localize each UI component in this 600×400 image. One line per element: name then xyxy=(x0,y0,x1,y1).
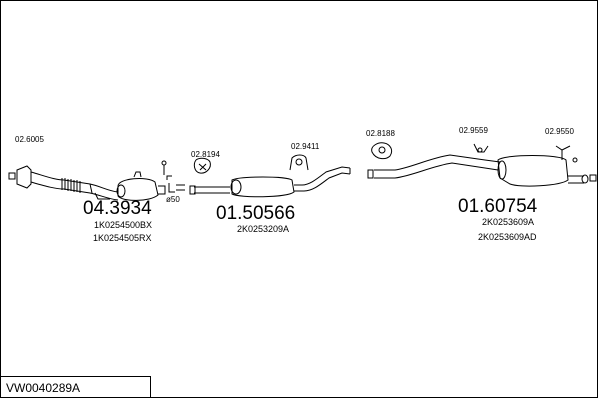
rear-silencer-label[interactable]: 01.60754 xyxy=(458,196,538,217)
middle-silencer-drawing[interactable] xyxy=(189,166,351,198)
clamp-icon[interactable] xyxy=(161,160,175,193)
reference-box: VW0040289A xyxy=(0,376,151,398)
reference-number: VW0040289A xyxy=(6,381,81,395)
clamp-diameter-label: ø50 xyxy=(166,195,180,204)
rubber-mount-4-icon[interactable] xyxy=(473,143,489,153)
rear-silencer-drawing[interactable] xyxy=(367,154,589,187)
connector-pipe-drawing[interactable] xyxy=(176,184,185,191)
rubber-mount-4-label[interactable]: 02.9559 xyxy=(459,126,488,135)
front-pipe-label[interactable]: 04.3934 xyxy=(83,198,152,219)
rubber-mount-1-icon[interactable] xyxy=(193,157,211,174)
rear-flange-icon xyxy=(589,174,597,182)
rubber-mount-5-label[interactable]: 02.9550 xyxy=(545,127,574,136)
rear-silencer-oe-2: 2K0253609AD xyxy=(478,232,537,242)
rubber-mount-5-icon[interactable] xyxy=(555,145,578,163)
rear-silencer-oe-1: 2K0253609A xyxy=(482,217,535,227)
rubber-mount-2-label[interactable]: 02.9411 xyxy=(291,142,320,151)
rubber-mount-1-label[interactable]: 02.8194 xyxy=(191,150,220,159)
front-pipe-oe-1: 1K0254500BX xyxy=(94,220,153,230)
rubber-mount-3-icon[interactable] xyxy=(371,142,393,160)
middle-silencer-label[interactable]: 01.50566 xyxy=(216,203,296,224)
rubber-mount-2-icon[interactable] xyxy=(289,154,309,171)
front-flange-icon xyxy=(8,165,32,189)
gasket-front-label[interactable]: 02.6005 xyxy=(15,135,44,144)
front-pipe-oe-2: 1K0254505RX xyxy=(93,233,152,243)
front-pipe-drawing[interactable] xyxy=(30,171,166,201)
middle-silencer-oe-1: 2K0253209A xyxy=(237,224,290,234)
rubber-mount-3-label[interactable]: 02.8188 xyxy=(366,129,395,138)
